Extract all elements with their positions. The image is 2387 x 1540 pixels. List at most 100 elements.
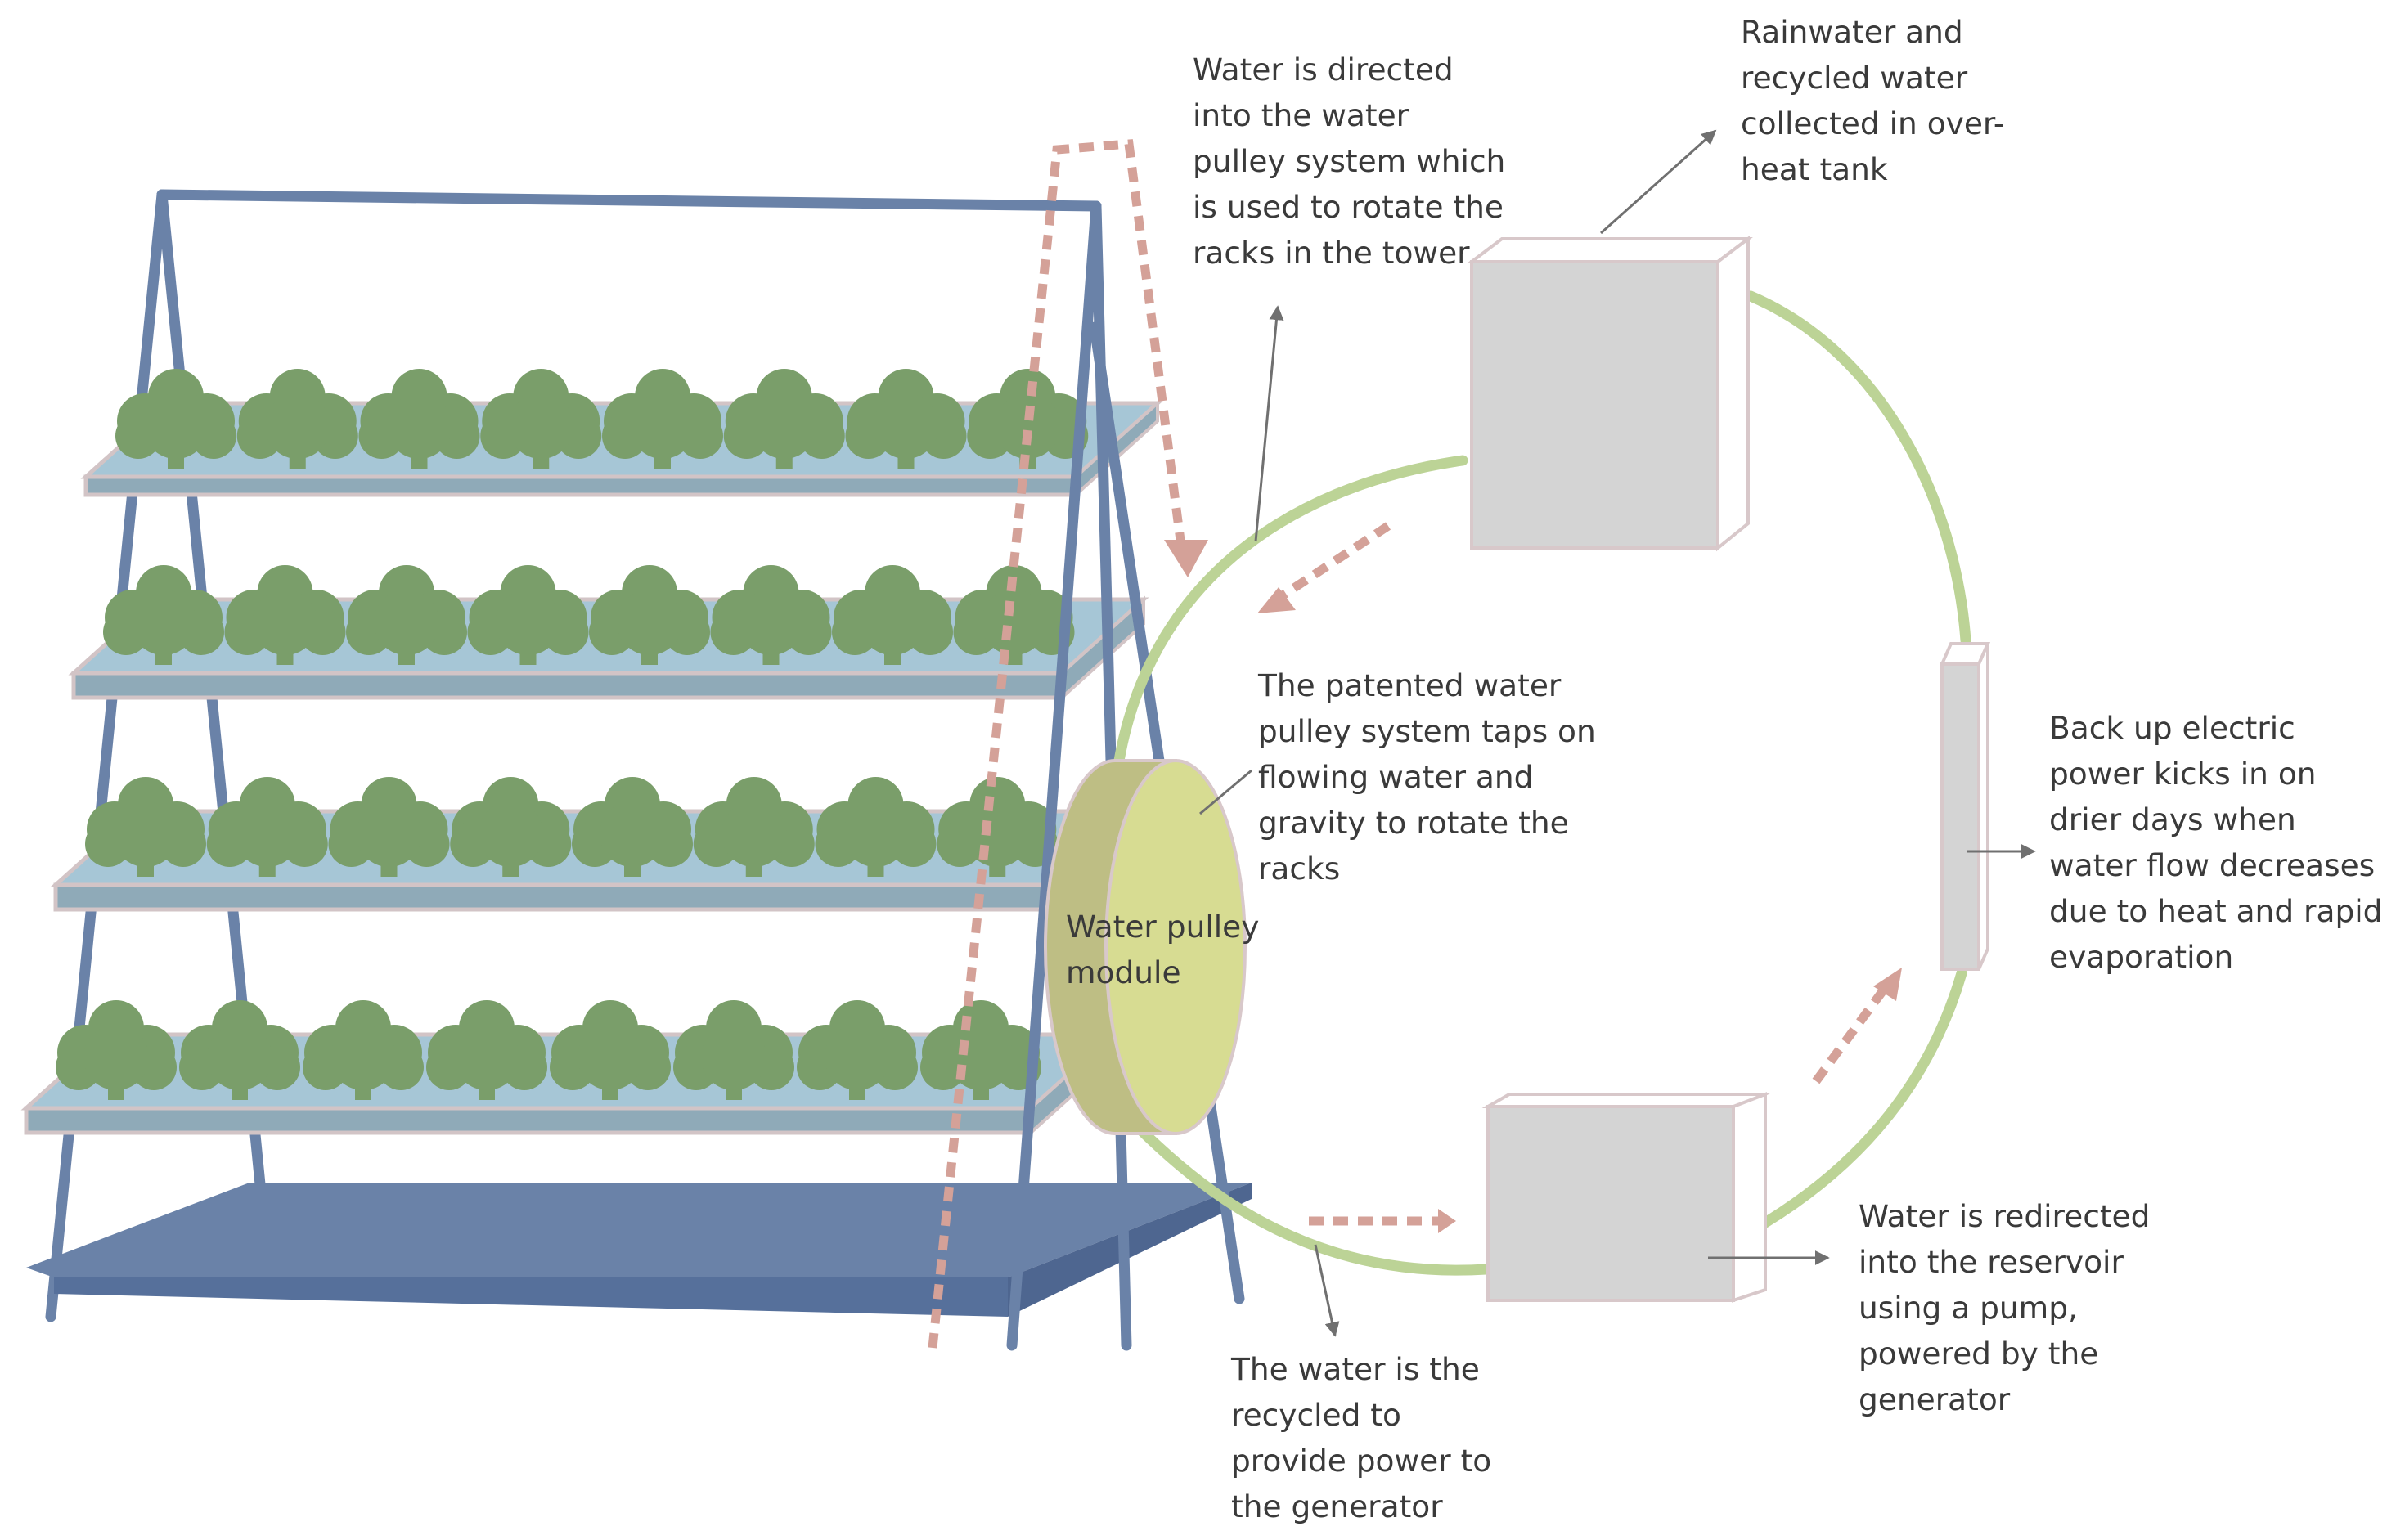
plant [103, 565, 224, 665]
flow-into-pulley-arrow [928, 139, 1187, 1349]
plant [303, 1000, 424, 1100]
directed-note-line: Water is directed [1193, 52, 1454, 88]
shelf-tray [50, 777, 1133, 914]
plant [589, 565, 710, 665]
plant [937, 777, 1059, 877]
plant [236, 369, 358, 469]
reservoir-note-line: using a pump, [1859, 1290, 2078, 1326]
backup-note-line: power kicks in on [2049, 756, 2317, 792]
plant [56, 1000, 177, 1100]
water-flow-arrows [928, 139, 1892, 1349]
annotation-pointers [1199, 129, 2036, 1337]
recycled-note-line: recycled to [1231, 1397, 1401, 1433]
directed-note-text: Water is directed into the water pulley sy… [1193, 52, 1505, 271]
plant [328, 777, 450, 877]
reservoir-note-line: powered by the [1859, 1336, 2098, 1372]
plant [224, 565, 346, 665]
shelf-tray [80, 369, 1163, 499]
frame-left-outer-leg [45, 189, 168, 1322]
tank-note-line: Rainwater and [1741, 14, 1963, 50]
reservoir-note-line: generator [1859, 1381, 2011, 1417]
plant [710, 565, 832, 665]
reservoir-note-line: Water is redirected [1859, 1198, 2150, 1234]
reservoir-note-text: Water is redirected into the reservoir usi… [1859, 1198, 2150, 1417]
backup-power-unit [1939, 642, 1991, 971]
pointer-directed [1254, 305, 1284, 542]
tower-frame-back [45, 189, 1102, 1322]
directed-note-line: into the water [1193, 97, 1409, 133]
recycled-note-text: The water is the recycled to provide power… [1230, 1351, 1491, 1524]
plant [550, 1000, 671, 1100]
plant [832, 565, 953, 665]
base-platform [26, 1183, 1252, 1317]
pulley-note-line: gravity to rotate the [1258, 805, 1569, 841]
plant [179, 1000, 300, 1100]
backup-note-line: due to heat and rapid [2049, 893, 2382, 929]
plant [920, 1000, 1041, 1100]
pointer-tank [1600, 129, 1717, 235]
backup-note-line: drier days when [2049, 801, 2296, 837]
flow-to-backup-arrowhead [1873, 968, 1902, 1001]
module-label-line: module [1066, 954, 1181, 990]
shelf-tray [20, 1000, 1118, 1137]
plant [467, 565, 589, 665]
plant [572, 777, 693, 877]
plant [206, 777, 328, 877]
flow-to-reservoir-arrowhead [1438, 1209, 1456, 1233]
pipe-tank-to-pulley [1113, 455, 1468, 766]
tank-note-line: heat tank [1741, 151, 1888, 187]
backup-note-text: Back up electric power kicks in on drier d… [2049, 710, 2382, 975]
plant [358, 369, 480, 469]
pulley-note-line: The patented water [1257, 667, 1562, 703]
recycled-note-line: provide power to [1231, 1443, 1491, 1479]
flow-to-backup-arrow [1812, 981, 1892, 1084]
directed-note-line: racks in the tower [1193, 235, 1470, 271]
flow-tank-to-pulley-arrow [1265, 522, 1391, 609]
tank-note-line: recycled water [1741, 60, 1968, 96]
water-flow-arrowheads [1164, 540, 1902, 1233]
reservoir-tank [1481, 1092, 1772, 1303]
plant [797, 1000, 918, 1100]
reservoir-note-line: into the reservoir [1859, 1244, 2124, 1280]
pipe-backup-to-reservoir [1760, 968, 1967, 1228]
plant [602, 369, 723, 469]
plant [967, 369, 1089, 469]
plant [450, 777, 572, 877]
shelf-tray [68, 565, 1149, 702]
plant [693, 777, 815, 877]
backup-note-line: Back up electric [2049, 710, 2295, 746]
pulley-note-text: The patented water pulley system taps on f… [1257, 667, 1596, 887]
plant [815, 777, 937, 877]
flow-tank-to-pulley-arrowhead [1257, 587, 1296, 613]
plant [426, 1000, 547, 1100]
plant [953, 565, 1075, 665]
shelf-trays [20, 369, 1163, 1137]
frame-top-bar [156, 189, 1102, 212]
module-label-text: Water pulley module [1066, 909, 1259, 990]
plant [85, 777, 206, 877]
pulley-note-line: racks [1258, 851, 1340, 887]
plant [673, 1000, 794, 1100]
recycled-note-line: the generator [1231, 1488, 1443, 1524]
plant [346, 565, 467, 665]
pipe-tank-to-backup [1745, 290, 1971, 646]
pointer-recycled [1314, 1244, 1340, 1337]
pointer-pulley [1199, 769, 1252, 815]
pulley-note-line: flowing water and [1258, 759, 1533, 795]
pipe-pulley-to-reservoir [1135, 1125, 1492, 1276]
directed-note-line: pulley system which [1193, 143, 1505, 179]
backup-note-line: water flow decreases [2049, 847, 2375, 883]
recycling-pipe-loop [1113, 290, 1971, 1276]
recycled-note-line: The water is the [1230, 1351, 1480, 1387]
module-label-line: Water pulley [1066, 909, 1259, 945]
directed-note-line: is used to rotate the [1193, 189, 1504, 225]
plant [723, 369, 845, 469]
plant [115, 369, 236, 469]
overhead-tank [1467, 235, 1753, 552]
frame-right-inner-leg [1006, 200, 1102, 1351]
pulley-note-line: pulley system taps on [1258, 713, 1596, 749]
plant [845, 369, 967, 469]
